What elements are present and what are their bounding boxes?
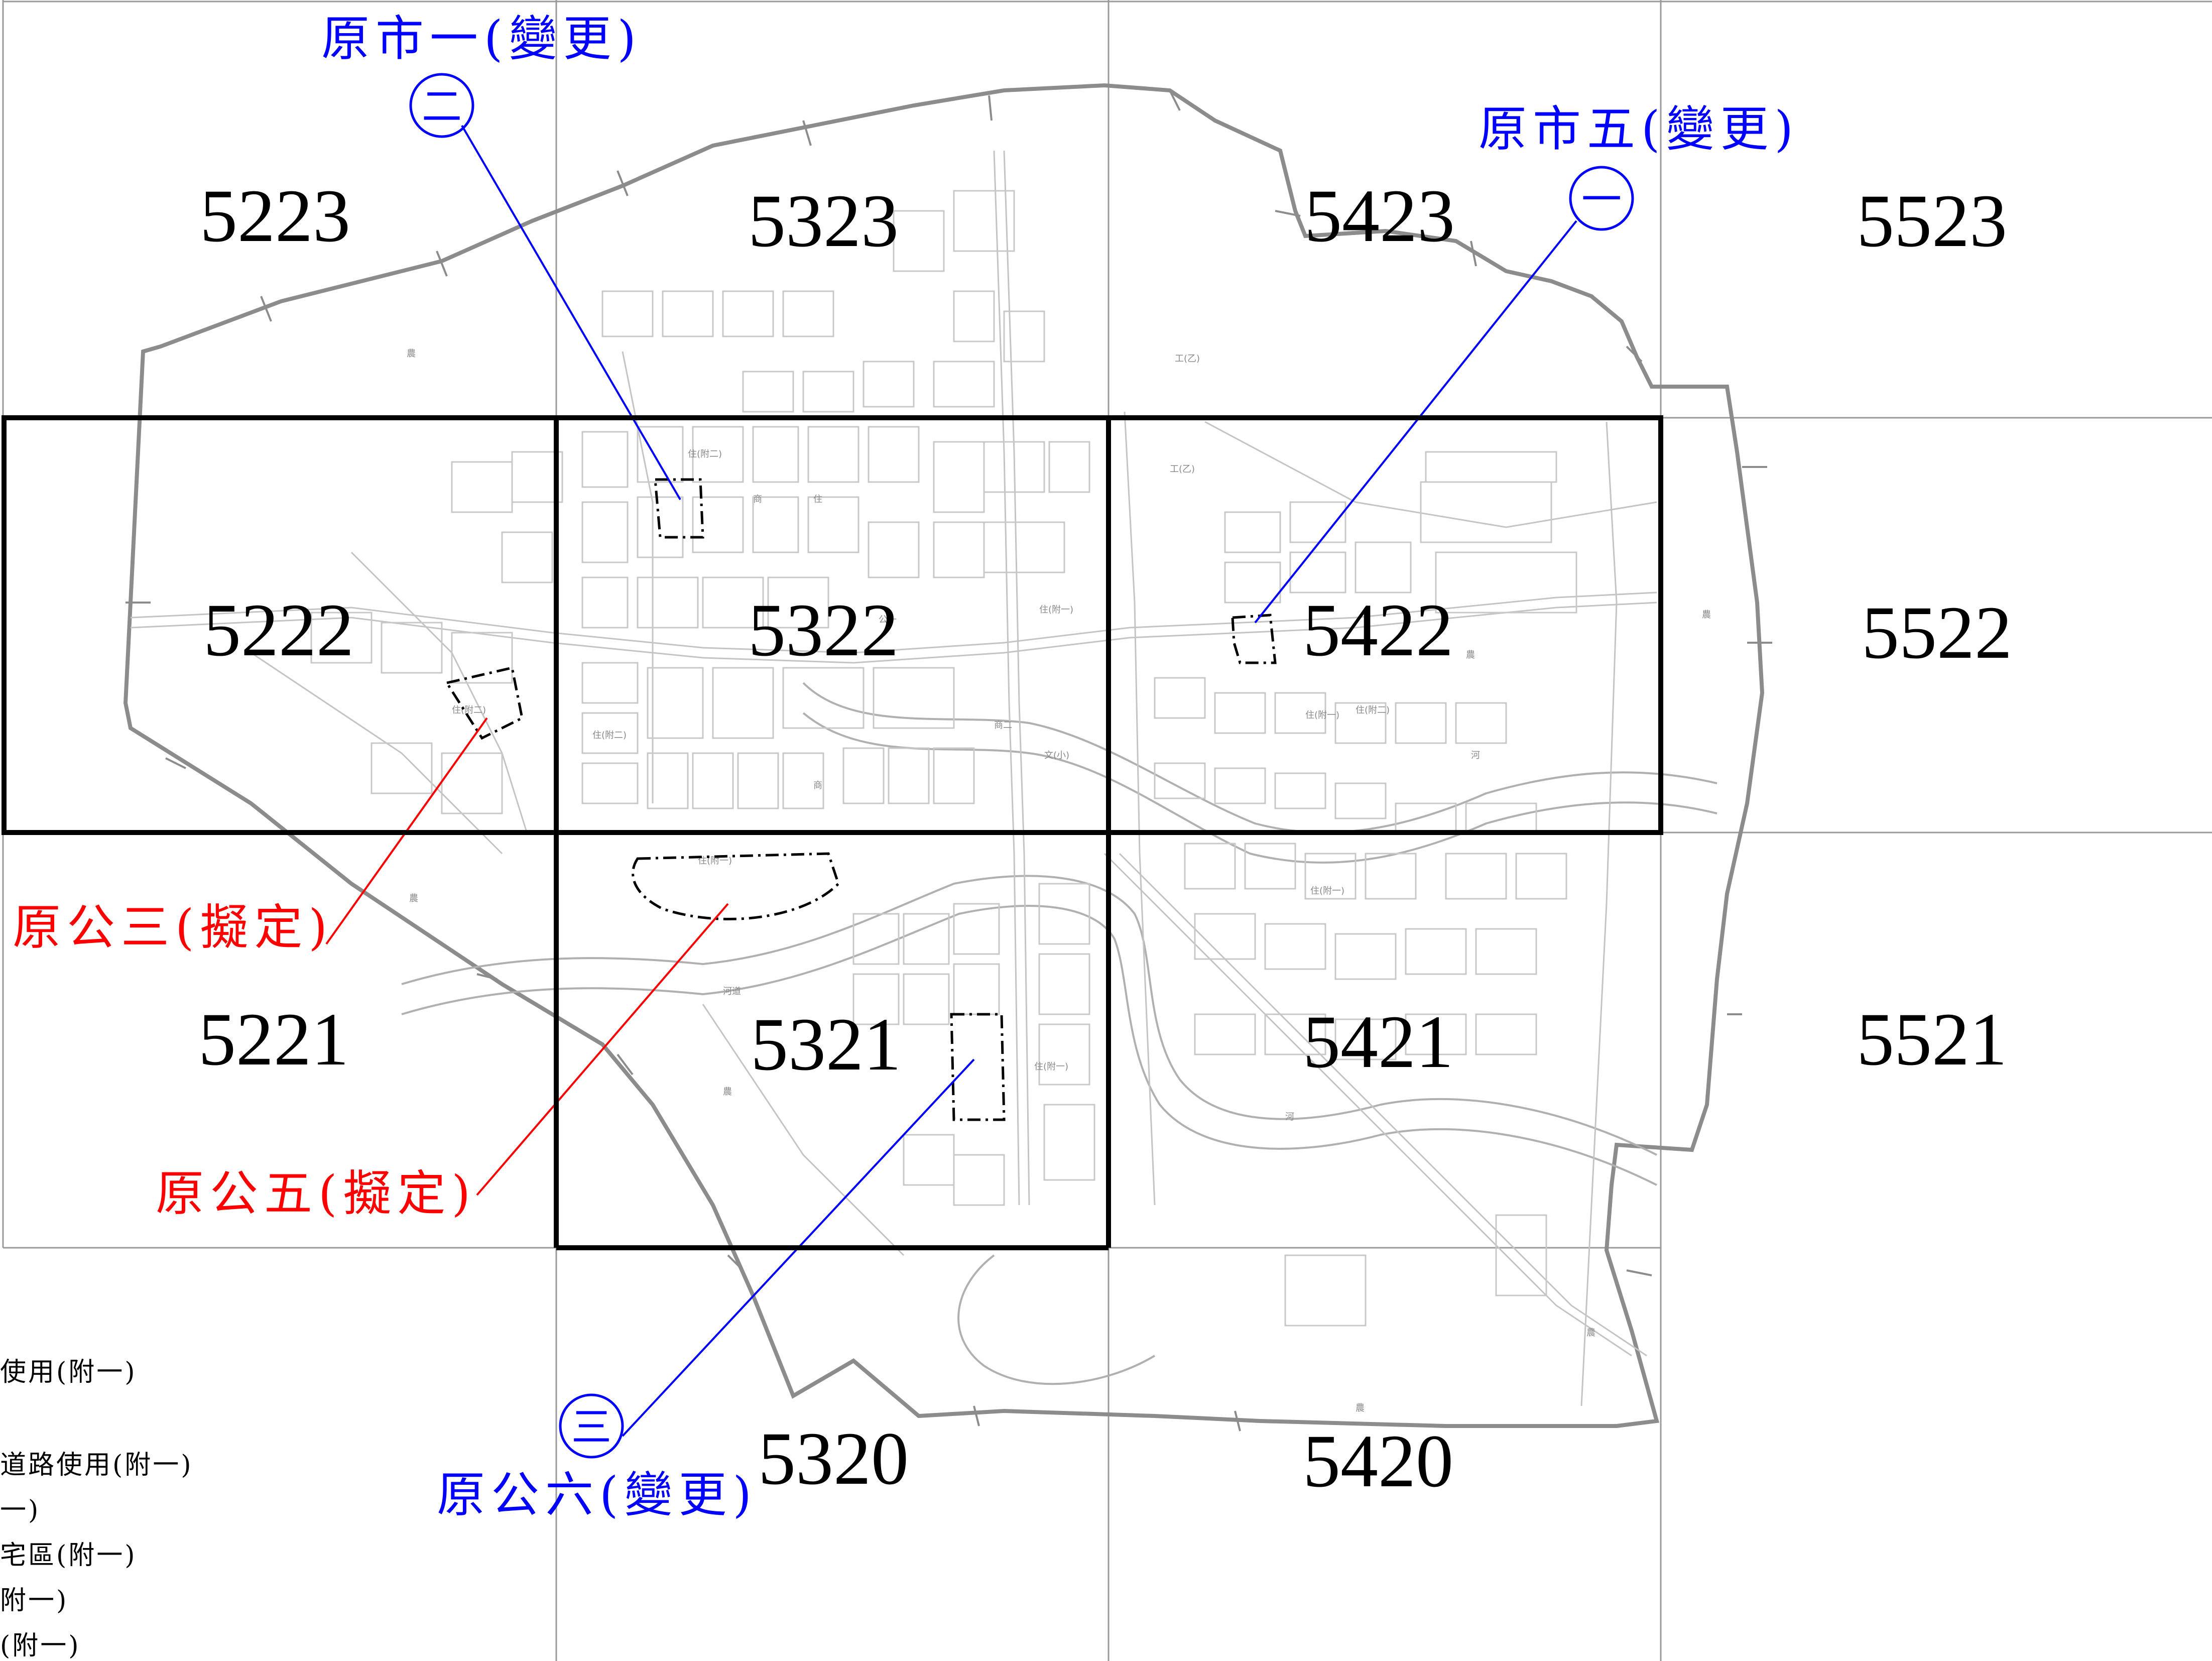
river-north-2 xyxy=(802,712,1717,864)
zone-label: 住(附一) xyxy=(1034,1061,1068,1072)
highlighted-sheets xyxy=(2,415,1663,1250)
river-south-2 xyxy=(401,905,1657,1186)
sheet-number: 5423 xyxy=(1304,174,1455,258)
marker-circle xyxy=(1569,166,1634,231)
zone-label: 住(附二) xyxy=(452,705,486,716)
sheet-number: 5420 xyxy=(1303,1419,1453,1503)
sheet-number: 5323 xyxy=(748,179,899,263)
sheet-numbers: 5223 5323 5423 5523 5222 5322 5422 5522 … xyxy=(198,174,2012,1503)
zone-label: 工(乙) xyxy=(1170,464,1195,474)
area-gong-6 xyxy=(950,1013,1006,1121)
zone-label: 工(乙) xyxy=(1175,353,1200,364)
leader-line-gong-5 xyxy=(476,903,729,1196)
zone-label: 商 xyxy=(813,780,822,791)
block-group xyxy=(310,190,1577,1327)
river-loop xyxy=(957,1254,1156,1385)
legend-item: 一) xyxy=(0,1495,40,1525)
annotation-label: 原公三(擬定) xyxy=(13,899,333,956)
boundary-ticks xyxy=(126,90,1772,1432)
zone-label: 農 xyxy=(407,348,416,359)
road-north xyxy=(622,351,654,803)
road-main-ew xyxy=(130,591,1657,654)
leader-lines xyxy=(325,125,1577,1437)
area-gong-5 xyxy=(632,852,840,920)
annotation-label: 原公五(擬定) xyxy=(156,1165,476,1222)
road-east-ns xyxy=(1580,421,1618,1406)
annotation-label: 原市一(變更) xyxy=(321,11,642,67)
leader-line-shi-5 xyxy=(1254,220,1577,624)
road-south-west xyxy=(702,1004,905,1256)
zone-label: 農 xyxy=(1702,610,1711,620)
zone-label: 農 xyxy=(1356,1403,1365,1413)
zone-label: 住(附一) xyxy=(1039,605,1073,615)
legend: 使用(附一) 道路使用(附一) 一) 宅區(附一) 附一) (附一) xyxy=(0,1357,193,1661)
annotation-label: 原市五(變更) xyxy=(1479,101,1799,157)
road-diagonal-se xyxy=(1103,853,1632,1357)
zone-label: 農 xyxy=(409,893,418,904)
annotation-label: 原公六(變更) xyxy=(437,1467,758,1523)
zone-label: 商二 xyxy=(994,720,1012,731)
zone-label: 文(小) xyxy=(1044,750,1069,761)
legend-item: 宅區(附一) xyxy=(0,1540,137,1571)
area-shi-5 xyxy=(1231,614,1277,664)
sheet-number: 5222 xyxy=(203,588,354,672)
planning-boundary xyxy=(123,83,1765,1428)
zone-label: 住(附二) xyxy=(592,730,627,741)
change-areas xyxy=(444,478,1277,1121)
road-ne xyxy=(1204,421,1657,528)
zone-label: 住(附一) xyxy=(1310,886,1344,896)
marker-number: 一 xyxy=(1581,176,1622,223)
sheet-number: 5421 xyxy=(1303,1000,1453,1084)
sheet-number: 5522 xyxy=(1862,591,2012,674)
river-south xyxy=(401,875,1657,1156)
zone-label: 住(附二) xyxy=(688,449,722,459)
road-ns-center-2 xyxy=(1003,150,1030,1206)
zone-label: 河道 xyxy=(723,986,741,997)
leader-line-shi-1 xyxy=(461,125,681,501)
zone-label: 農 xyxy=(1466,650,1475,660)
road-west xyxy=(251,652,503,855)
road-main-ew-2 xyxy=(130,602,1657,664)
zone-label: 農 xyxy=(723,1087,732,1097)
legend-item: 附一) xyxy=(0,1586,68,1616)
town-plan: 住(附二) 商 住 公一 商 文(小) 商二 工(乙) 工(乙) 河 河 河道 … xyxy=(123,83,1772,1432)
sheet-number: 5322 xyxy=(748,588,899,672)
marker-number: 二 xyxy=(422,83,462,130)
zone-label: 公一 xyxy=(879,615,897,625)
legend-item: 使用(附一) xyxy=(0,1357,137,1387)
road-ns-center xyxy=(993,150,1020,1206)
zone-label: 住(附一) xyxy=(698,856,732,866)
sheet-number: 5521 xyxy=(1857,998,2007,1081)
zone-label: 河 xyxy=(1471,750,1480,761)
legend-item: (附一) xyxy=(0,1631,81,1661)
zone-label: 住(附二) xyxy=(1356,705,1390,716)
zone-labels: 住(附二) 商 住 公一 商 文(小) 商二 工(乙) 工(乙) 河 河 河道 … xyxy=(407,348,1711,1413)
road-west-2 xyxy=(350,551,528,834)
sheet-number: 5223 xyxy=(200,174,350,258)
sheet-number: 5422 xyxy=(1303,588,1453,672)
sheet-number: 5523 xyxy=(1857,179,2007,263)
sheet-number: 5321 xyxy=(751,1003,901,1086)
zone-label: 住 xyxy=(813,494,822,505)
legend-item: 道路使用(附一) xyxy=(0,1450,193,1480)
road-ns-east xyxy=(1124,411,1156,1206)
marker-circle xyxy=(409,73,474,138)
marker-circle xyxy=(559,1393,624,1459)
road-diagonal-se-2 xyxy=(1119,853,1647,1357)
river-north xyxy=(802,682,1717,834)
zone-label: 商 xyxy=(753,494,762,505)
sheet-number: 5221 xyxy=(198,998,349,1081)
marker-number: 三 xyxy=(571,1404,611,1451)
zone-label: 河 xyxy=(1285,1112,1294,1122)
annotations: 二 原市一(變更) 一 原市五(變更) 三 原公六(變更) 原公三(擬定) 原公… xyxy=(13,11,1799,1523)
sheet-number: 5320 xyxy=(758,1417,909,1500)
area-gong-3 xyxy=(444,666,524,740)
zone-label: 農 xyxy=(1586,1328,1595,1338)
area-shi-1 xyxy=(654,478,704,539)
zone-label: 住(附一) xyxy=(1305,710,1339,721)
